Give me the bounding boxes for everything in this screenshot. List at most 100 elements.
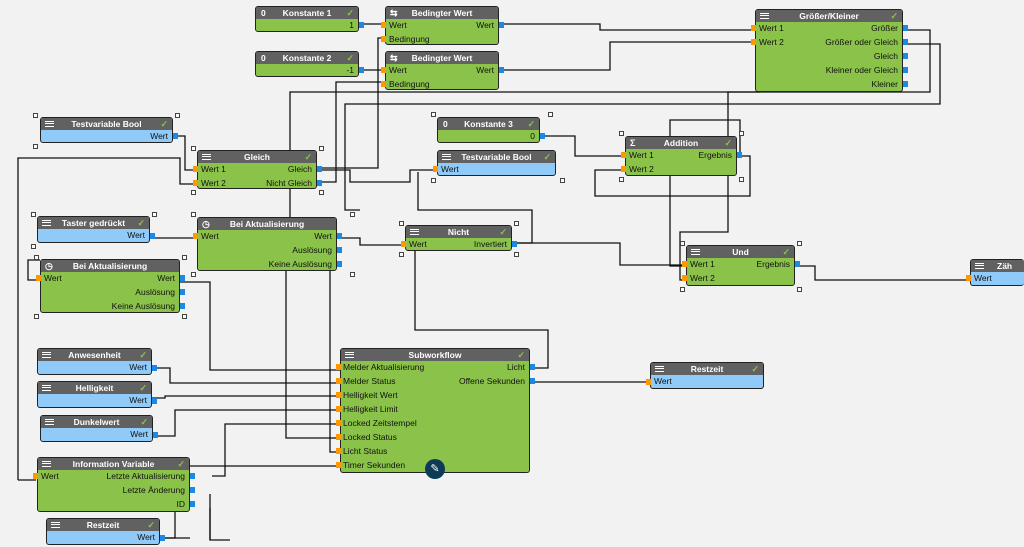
selection-handle[interactable] bbox=[319, 146, 324, 151]
node-header[interactable]: Testvariable Bool✓ bbox=[41, 118, 172, 130]
input-port[interactable] bbox=[193, 180, 198, 186]
selection-handle[interactable] bbox=[191, 146, 196, 151]
selection-handle[interactable] bbox=[797, 287, 802, 292]
node-subworkflow[interactable]: Subworkflow✓ Melder Aktualisierung Melde… bbox=[336, 348, 535, 479]
input-port[interactable] bbox=[336, 406, 341, 412]
selection-handle[interactable] bbox=[514, 252, 519, 257]
node-bei-aktualisierung-2[interactable]: ◷Bei Aktualisierung Wert Wert Auslösung … bbox=[36, 259, 185, 313]
node-header[interactable]: Restzeit✓ bbox=[47, 519, 159, 531]
input-port[interactable] bbox=[621, 166, 626, 172]
selection-handle[interactable] bbox=[350, 212, 355, 217]
output-port[interactable] bbox=[499, 22, 504, 28]
node-header[interactable]: ◷Bei Aktualisierung bbox=[41, 260, 179, 272]
selection-handle[interactable] bbox=[34, 255, 39, 260]
node-header[interactable]: Helligkeit✓ bbox=[38, 382, 151, 394]
selection-handle[interactable] bbox=[739, 131, 744, 136]
node-testvariable-bool-1[interactable]: Testvariable Bool✓ Wert bbox=[40, 117, 178, 143]
output-port[interactable] bbox=[337, 261, 342, 267]
node-bedingter-wert-1[interactable]: ⇆Bedingter Wert Wert Wert Bedingung bbox=[381, 6, 504, 45]
node-header[interactable]: ◷Bei Aktualisierung bbox=[198, 218, 336, 230]
input-port[interactable] bbox=[751, 39, 756, 45]
edit-button[interactable]: ✎ bbox=[425, 459, 445, 479]
output-port[interactable] bbox=[180, 289, 185, 295]
input-port[interactable] bbox=[336, 448, 341, 454]
input-port[interactable] bbox=[33, 473, 38, 479]
output-port[interactable] bbox=[540, 133, 545, 139]
node-bei-aktualisierung-1[interactable]: ◷Bei Aktualisierung Wert Wert Auslösung … bbox=[193, 217, 342, 271]
input-port[interactable] bbox=[381, 67, 386, 73]
input-port[interactable] bbox=[966, 275, 971, 281]
selection-handle[interactable] bbox=[191, 190, 196, 195]
output-port[interactable] bbox=[359, 22, 364, 28]
input-port[interactable] bbox=[682, 261, 687, 267]
node-testvariable-bool-2[interactable]: Testvariable Bool✓ Wert bbox=[433, 150, 556, 176]
node-groesser-kleiner[interactable]: Größer/Kleiner✓ Wert 1 Wert 2 Größer Grö… bbox=[751, 9, 908, 92]
node-dunkelwert[interactable]: Dunkelwert✓ Wert bbox=[40, 415, 158, 442]
node-header[interactable]: Anwesenheit✓ bbox=[38, 349, 151, 361]
output-port[interactable] bbox=[903, 39, 908, 45]
selection-handle[interactable] bbox=[350, 272, 355, 277]
node-header[interactable]: Testvariable Bool✓ bbox=[438, 151, 555, 163]
output-port[interactable] bbox=[152, 365, 157, 371]
node-header[interactable]: ⇆Bedingter Wert bbox=[386, 7, 498, 19]
output-port[interactable] bbox=[737, 152, 742, 158]
output-port[interactable] bbox=[530, 378, 535, 384]
input-port[interactable] bbox=[682, 275, 687, 281]
selection-handle[interactable] bbox=[399, 221, 404, 226]
output-port[interactable] bbox=[530, 364, 535, 370]
input-port[interactable] bbox=[336, 420, 341, 426]
selection-handle[interactable] bbox=[191, 272, 196, 277]
selection-handle[interactable] bbox=[797, 241, 802, 246]
output-port[interactable] bbox=[337, 233, 342, 239]
input-port[interactable] bbox=[336, 364, 341, 370]
input-port[interactable] bbox=[646, 379, 651, 385]
output-port[interactable] bbox=[190, 487, 195, 493]
output-port[interactable] bbox=[903, 67, 908, 73]
selection-handle[interactable] bbox=[319, 190, 324, 195]
node-information-variable[interactable]: Information Variable✓ Wert Letzte Aktual… bbox=[33, 457, 195, 512]
output-port[interactable] bbox=[180, 303, 185, 309]
node-header[interactable]: Größer/Kleiner✓ bbox=[756, 10, 902, 22]
input-port[interactable] bbox=[381, 36, 386, 42]
selection-handle[interactable] bbox=[560, 178, 565, 183]
selection-handle[interactable] bbox=[33, 113, 38, 118]
output-port[interactable] bbox=[337, 247, 342, 253]
selection-handle[interactable] bbox=[182, 255, 187, 260]
output-port[interactable] bbox=[152, 398, 157, 404]
node-zaehler[interactable]: Zäh Wert bbox=[966, 259, 1024, 286]
node-taster-gedrueckt[interactable]: Taster gedrückt✓ Wert bbox=[37, 216, 155, 243]
selection-handle[interactable] bbox=[619, 177, 624, 182]
node-header[interactable]: Information Variable✓ bbox=[38, 458, 189, 470]
selection-handle[interactable] bbox=[399, 252, 404, 257]
output-port[interactable] bbox=[499, 67, 504, 73]
node-nicht[interactable]: Nicht✓ Wert Invertiert bbox=[401, 225, 517, 251]
selection-handle[interactable] bbox=[31, 212, 36, 217]
input-port[interactable] bbox=[336, 462, 341, 468]
output-port[interactable] bbox=[190, 501, 195, 507]
selection-handle[interactable] bbox=[739, 177, 744, 182]
selection-handle[interactable] bbox=[680, 287, 685, 292]
output-port[interactable] bbox=[903, 25, 908, 31]
selection-handle[interactable] bbox=[191, 212, 196, 217]
input-port[interactable] bbox=[381, 22, 386, 28]
input-port[interactable] bbox=[336, 392, 341, 398]
output-port[interactable] bbox=[150, 233, 155, 239]
node-header[interactable]: Dunkelwert✓ bbox=[41, 416, 152, 428]
output-port[interactable] bbox=[190, 473, 195, 479]
selection-handle[interactable] bbox=[431, 112, 436, 117]
input-port[interactable] bbox=[401, 241, 406, 247]
selection-handle[interactable] bbox=[182, 314, 187, 319]
output-port[interactable] bbox=[173, 133, 178, 139]
selection-handle[interactable] bbox=[680, 241, 685, 246]
selection-handle[interactable] bbox=[175, 113, 180, 118]
input-port[interactable] bbox=[36, 275, 41, 281]
selection-handle[interactable] bbox=[31, 244, 36, 249]
output-port[interactable] bbox=[180, 275, 185, 281]
